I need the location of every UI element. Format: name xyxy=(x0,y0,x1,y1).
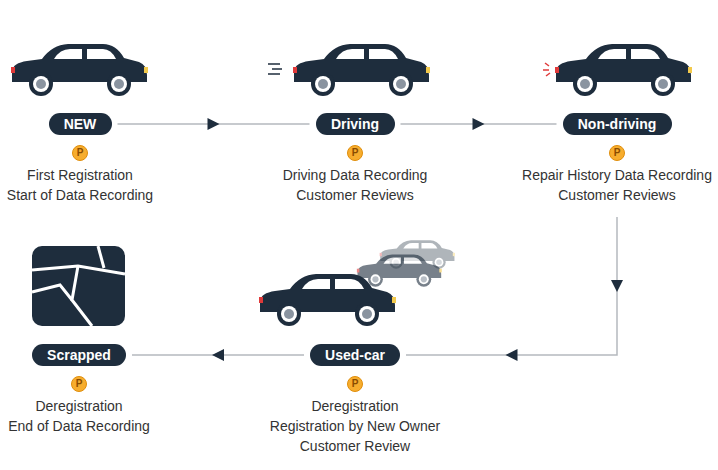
description-line: First Registration xyxy=(7,165,154,185)
description-line: Customer Reviews xyxy=(522,185,712,205)
stage-description: First RegistrationStart of Data Recordin… xyxy=(7,165,154,205)
stage-pill: Used-carDeregistrationRegistration by Ne… xyxy=(310,344,400,366)
description-line: Deregistration xyxy=(8,396,150,416)
description-line: Repair History Data Recording xyxy=(522,165,712,185)
stage-description: DeregistrationEnd of Data Recording xyxy=(8,396,150,436)
point-coin: P xyxy=(609,145,625,161)
stage-pill: ScrappedDeregistrationEnd of Data Record… xyxy=(32,344,126,366)
description-line: End of Data Recording xyxy=(8,416,150,436)
stage-pill: NEWFirst RegistrationStart of Data Recor… xyxy=(49,113,112,135)
flow-arrow xyxy=(118,118,310,130)
stage-description: DeregistrationRegistration by New OwnerC… xyxy=(270,396,441,456)
point-coin: P xyxy=(347,376,363,392)
stage-name: Scrapped xyxy=(32,344,126,366)
description-line: Customer Review xyxy=(270,436,441,456)
stage-pill: DrivingDriving Data RecordingCustomer Re… xyxy=(316,113,395,135)
stage-description: Repair History Data RecordingCustomer Re… xyxy=(522,165,712,205)
description-line: Deregistration xyxy=(270,396,441,416)
description-line: Customer Reviews xyxy=(283,185,428,205)
flow-arrow xyxy=(401,118,557,130)
point-coin: P xyxy=(347,145,363,161)
stage-description: Driving Data RecordingCustomer Reviews xyxy=(283,165,428,205)
flow-arrow xyxy=(132,349,304,361)
stage-name: NEW xyxy=(49,113,112,135)
description-line: Driving Data Recording xyxy=(283,165,428,185)
flow-arrow xyxy=(406,217,623,361)
stage-pill: Non-drivingRepair History Data Recording… xyxy=(563,113,672,135)
point-coin: P xyxy=(71,376,87,392)
description-line: Registration by New Owner xyxy=(270,416,441,436)
stage-name: Driving xyxy=(316,113,395,135)
stage-name: Non-driving xyxy=(563,113,672,135)
description-line: Start of Data Recording xyxy=(7,185,154,205)
point-coin: P xyxy=(72,145,88,161)
stage-name: Used-car xyxy=(310,344,400,366)
